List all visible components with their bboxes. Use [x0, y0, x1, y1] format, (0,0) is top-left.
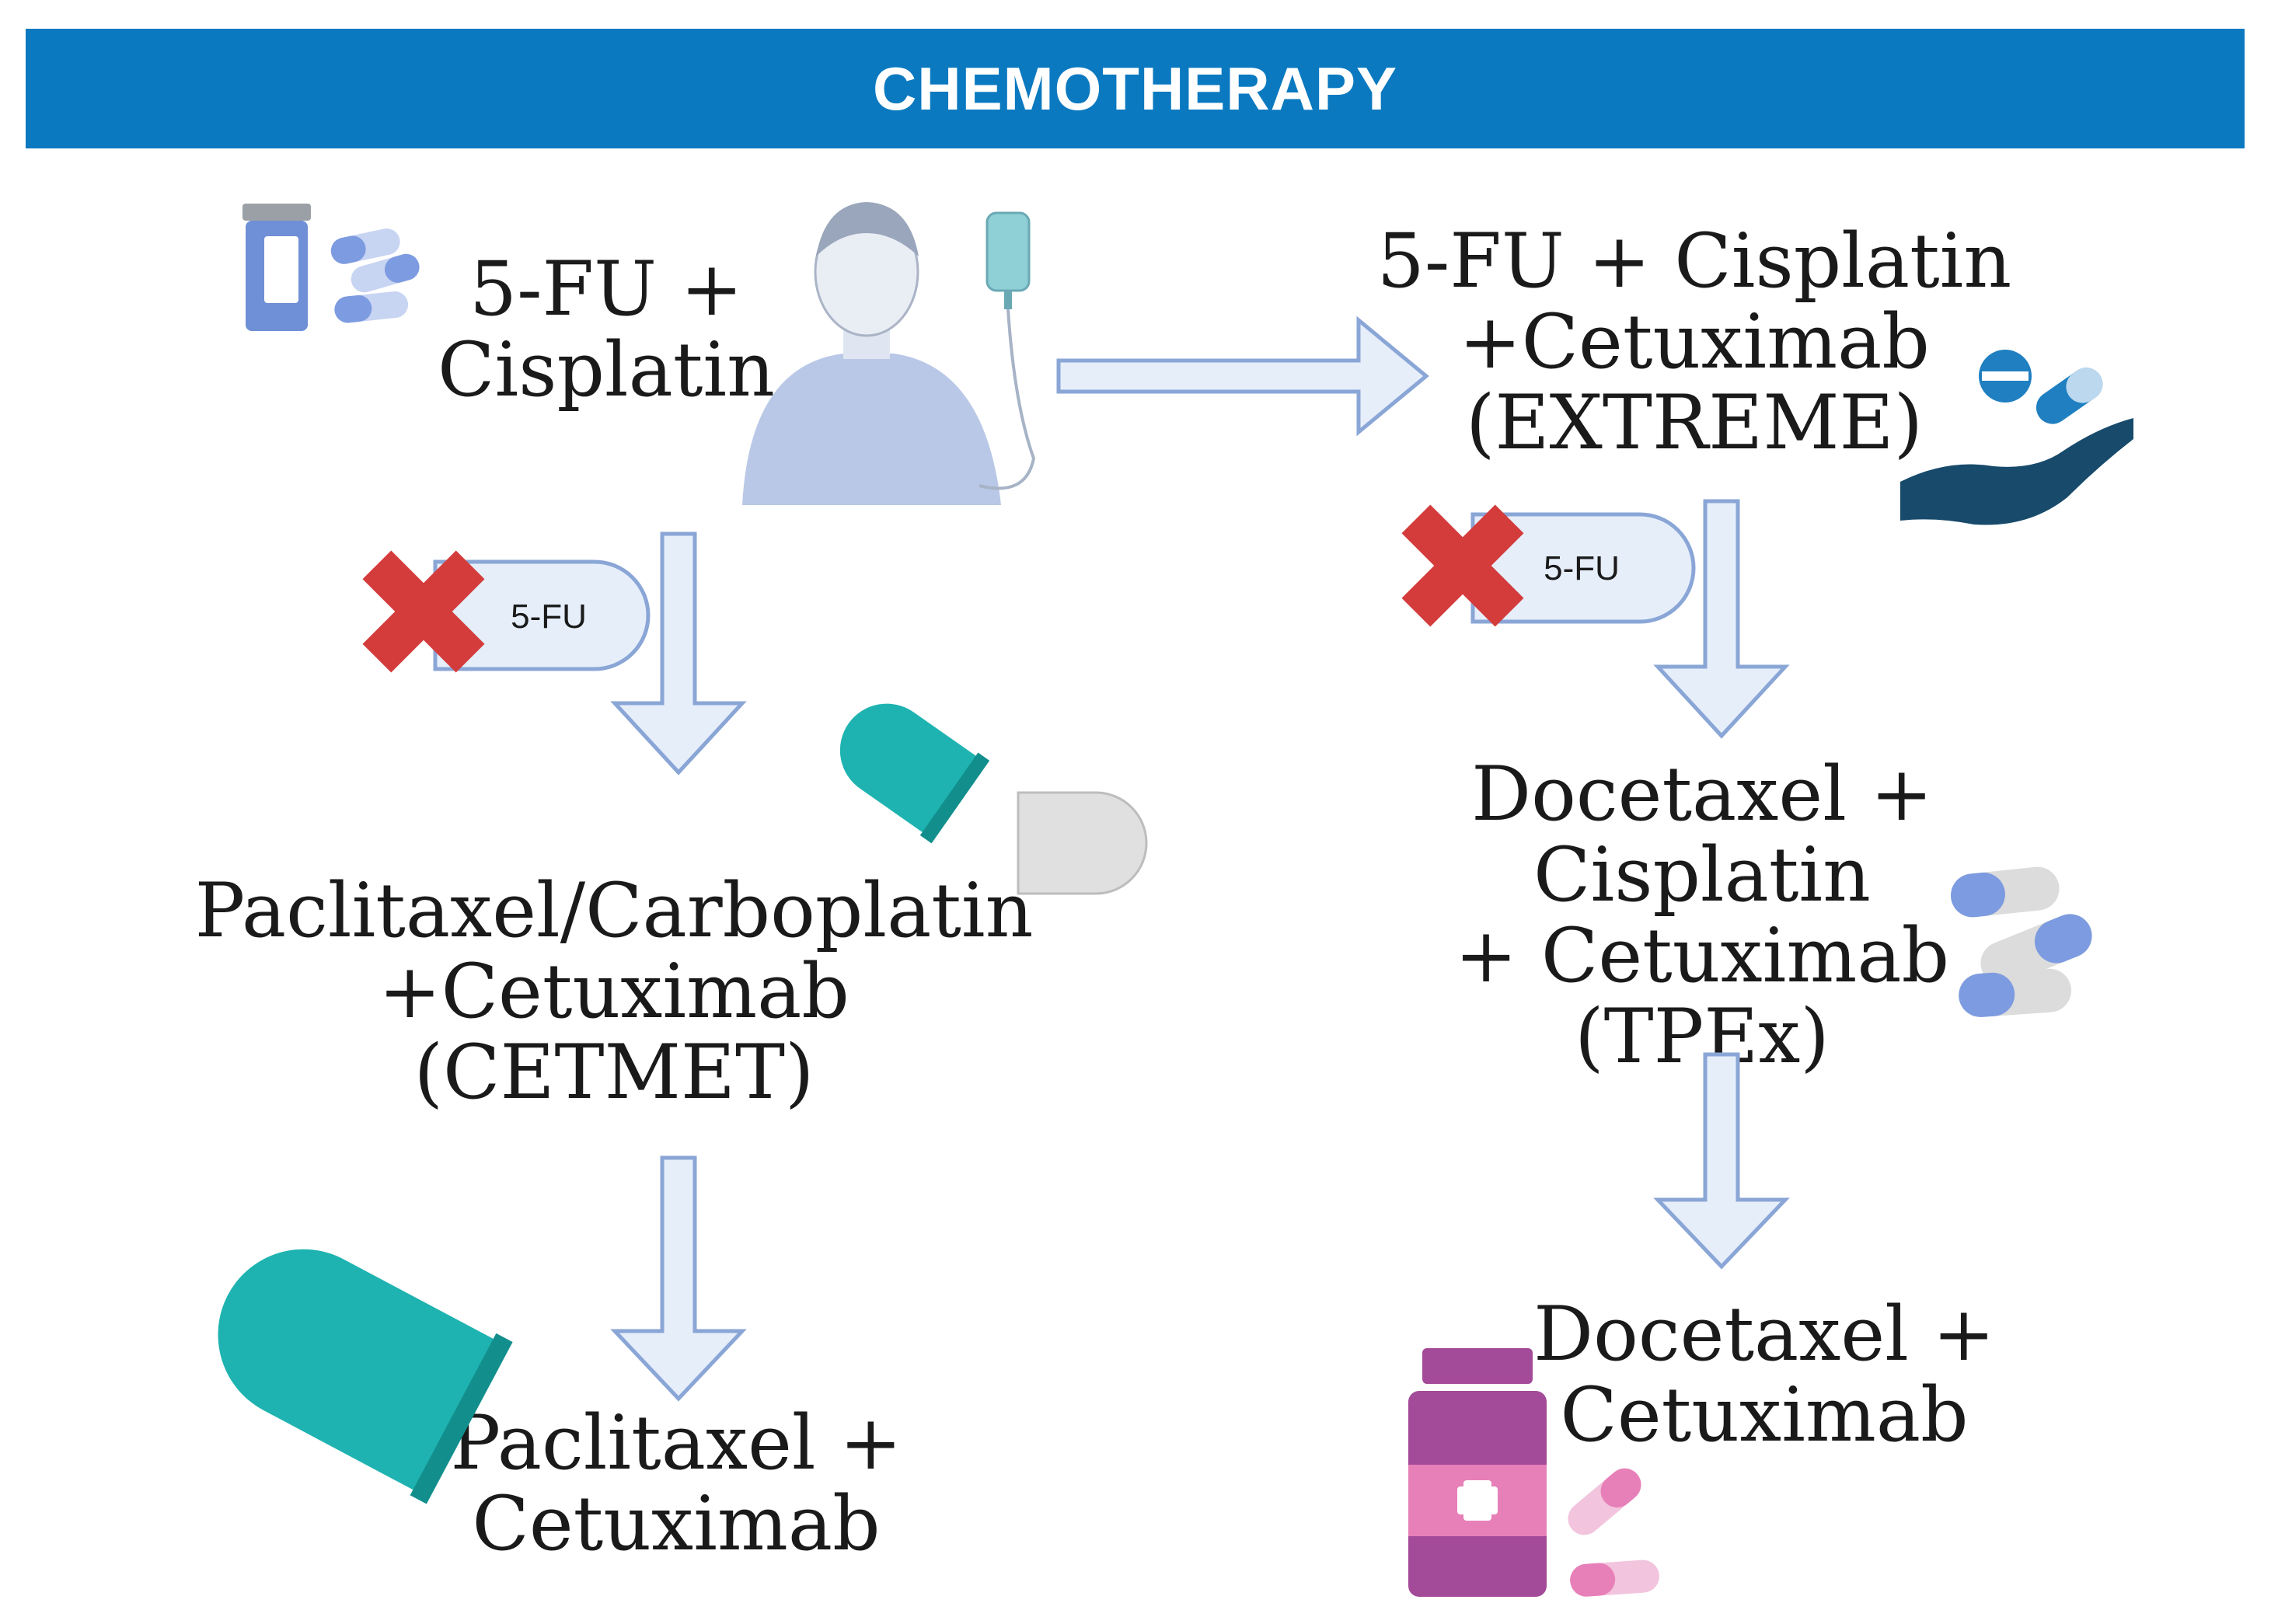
capsule-label-left: 5-FU [511, 598, 587, 636]
patient-iv-icon [742, 202, 1001, 505]
chemotherapy-banner: CHEMOTHERAPY [26, 29, 2245, 148]
regimen-cetmet: Paclitaxel/Carboplatin +Cetuximab (CETME… [194, 867, 1034, 1116]
regimen-paclitaxel-cetuximab: Paclitaxel + Cetuximab [450, 1399, 902, 1567]
regimen-docetaxel-cetuximab: Docetaxel + Cetuximab [1533, 1291, 1995, 1458]
arrow-right [1056, 315, 1429, 437]
arrow-down-left-1 [610, 531, 747, 775]
red-x-icon [362, 550, 485, 673]
teal-capsule-icon [839, 703, 1148, 895]
iv-bag-icon [979, 211, 1036, 490]
teal-capsule-large-icon [218, 1249, 513, 1504]
capsules-icon [330, 228, 420, 323]
capsule-5fu-left [433, 559, 651, 671]
arrow-down-right-1 [1653, 499, 1790, 739]
medicine-bottle-icon [1408, 1348, 1547, 1597]
capsule-5fu-right [1470, 512, 1696, 624]
regimen-5fu-cisplatin: 5-FU + Cisplatin [438, 246, 775, 413]
pink-capsules-icon [1568, 1468, 1659, 1597]
arrow-down-right-2 [1653, 1052, 1790, 1270]
capsules-right-icon [1951, 866, 2092, 1017]
regimen-tpex: Docetaxel + Cisplatin + Cetuximab (TPEx) [1454, 751, 1950, 1080]
capsule-label-right: 5-FU [1544, 549, 1620, 587]
arrow-down-left-2 [610, 1155, 747, 1402]
banner-title: CHEMOTHERAPY [872, 54, 1398, 123]
red-x-icon [1401, 504, 1524, 627]
exclusion-left: 5-FU [362, 550, 651, 673]
exclusion-right: 5-FU [1401, 504, 1696, 627]
hand-pills-icon [1900, 350, 2133, 525]
regimen-extreme: 5-FU + Cisplatin +Cetuximab (EXTREME) [1376, 218, 2012, 466]
pill-bottle-icon [242, 204, 311, 331]
